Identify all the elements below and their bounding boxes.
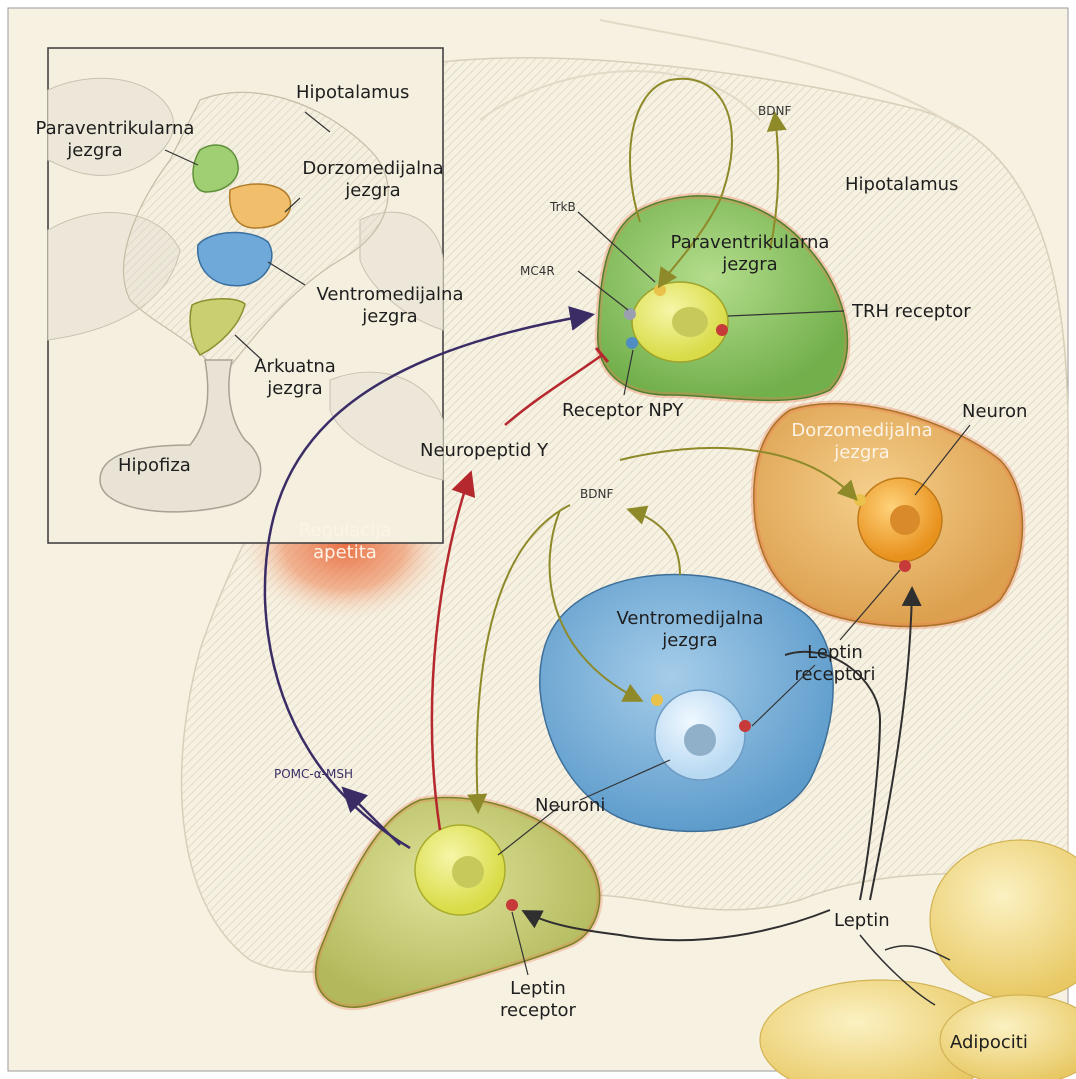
leptin-receptor-line1: Leptin <box>488 978 588 1000</box>
main-dorsomedial-line1: Dorzomedijalna <box>762 420 962 442</box>
main-hypothalamus-label: Hipotalamus <box>845 174 958 196</box>
inset-arcuate-line2: jezgra <box>240 378 350 400</box>
trh-receptor-label: TRH receptor <box>852 301 971 323</box>
main-dorsomedial-line2: jezgra <box>762 442 962 464</box>
main-dorsomedial-label: Dorzomedijalna jezgra <box>762 420 962 464</box>
inset-hypothalamus-label: Hipotalamus <box>296 82 409 104</box>
leptin-receptor-line2: receptor <box>488 1000 588 1022</box>
inset-paraventricular-line1: Paraventrikularna <box>15 118 215 140</box>
leptin-receptors-line2: receptori <box>780 664 890 686</box>
appetite-line1: Regulacija <box>280 520 410 542</box>
leptin-receptors-label: Leptin receptori <box>780 642 890 686</box>
main-ventromedial-line2: jezgra <box>590 630 790 652</box>
bdnf-top-label: BDNF <box>758 104 791 118</box>
inset-dorsomedial-line2: jezgra <box>268 180 478 202</box>
neuron-label: Neuron <box>962 401 1027 423</box>
main-paraventricular-line2: jezgra <box>650 254 850 276</box>
leptin-receptor-label: Leptin receptor <box>488 978 588 1022</box>
inset-dorsomedial-label: Dorzomedijalna jezgra <box>268 158 478 202</box>
leptin-label: Leptin <box>834 910 890 932</box>
trkb-label: TrkB <box>550 200 576 214</box>
pomc-label: POMC-α-MSH <box>274 767 353 781</box>
inset-paraventricular-label: Paraventrikularna jezgra <box>15 118 215 162</box>
adipocytes-label: Adipociti <box>950 1032 1028 1054</box>
inset-pituitary-label: Hipofiza <box>118 455 191 477</box>
main-paraventricular-label: Paraventrikularna jezgra <box>650 232 850 276</box>
appetite-line2: apetita <box>280 542 410 564</box>
inset-ventromedial-label: Ventromedijalna jezgra <box>290 284 490 328</box>
leptin-receptors-line1: Leptin <box>780 642 890 664</box>
inset-arcuate-label: Arkuatna jezgra <box>240 356 350 400</box>
mc4r-label: MC4R <box>520 264 555 278</box>
main-ventromedial-label: Ventromedijalna jezgra <box>590 608 790 652</box>
inset-dorsomedial-line1: Dorzomedijalna <box>268 158 478 180</box>
neurons-label: Neuroni <box>535 795 605 817</box>
main-paraventricular-line1: Paraventrikularna <box>650 232 850 254</box>
appetite-label: Regulacija apetita <box>280 520 410 564</box>
inset-arcuate-line1: Arkuatna <box>240 356 350 378</box>
inset-ventromedial-line2: jezgra <box>290 306 490 328</box>
inset-ventromedial-line1: Ventromedijalna <box>290 284 490 306</box>
main-ventromedial-line1: Ventromedijalna <box>590 608 790 630</box>
bdnf-mid-label: BDNF <box>580 487 613 501</box>
neuropeptide-y-label: Neuropeptid Y <box>420 440 548 462</box>
inset-paraventricular-line2: jezgra <box>0 140 215 162</box>
npy-receptor-label: Receptor NPY <box>562 400 683 422</box>
